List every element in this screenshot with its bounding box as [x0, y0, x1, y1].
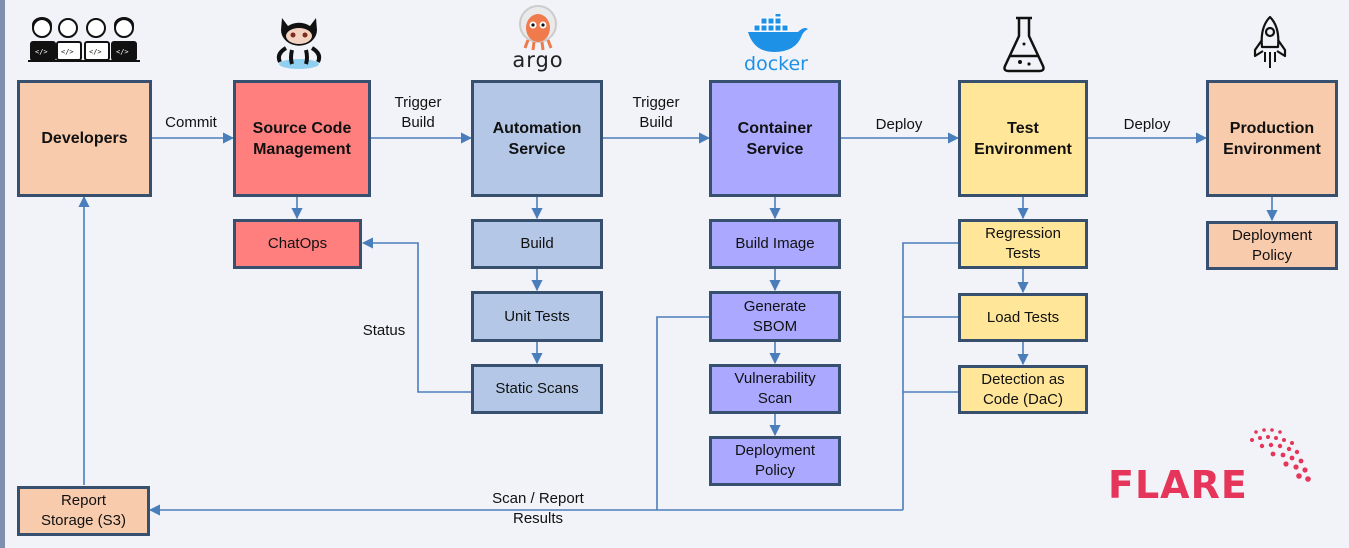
developers-label: Developers: [41, 130, 128, 147]
developers-icon: </> </> </> </>: [28, 17, 140, 62]
regression-label-line1: Regression: [985, 225, 1061, 242]
build-box: Build: [471, 219, 603, 269]
prod-policy-line2: Policy: [1251, 246, 1292, 264]
prod-env-label-line1: Production: [1229, 119, 1315, 137]
scan-report-line1: Scan / Report: [492, 490, 584, 507]
developers-box: Developers: [17, 80, 152, 197]
automation-label-line2: Service: [508, 140, 566, 158]
trigger-build-1-line2: Build: [401, 114, 435, 131]
status-label: Status: [362, 322, 406, 339]
deploy-1-label: Deploy: [875, 116, 923, 133]
vuln-label-line1: Vulnerability: [734, 370, 816, 387]
trigger-build-2-label: Trigger Build: [623, 93, 689, 133]
vuln-label-line2: Scan: [757, 390, 793, 407]
rocket-icon: [1253, 15, 1287, 68]
trigger-build-2-line1: Trigger: [632, 94, 680, 111]
test-env-label-line1: Test: [1007, 119, 1039, 137]
docker-icon: [748, 14, 808, 52]
dac-box: Detection as Code (DaC): [958, 365, 1088, 414]
docker-wordmark: docker: [744, 53, 808, 75]
sbom-label-line2: SBOM: [752, 317, 798, 335]
report-label-line1: Report: [60, 492, 106, 509]
regression-label-line2: Tests: [1005, 245, 1041, 262]
sbom-label-line1: Generate: [743, 297, 807, 315]
flare-dots-icon: [1250, 428, 1311, 482]
dac-label-line2: Code (DaC): [982, 390, 1063, 408]
github-icon: [276, 18, 322, 69]
scan-report-results-label: Scan / Report Results: [478, 489, 598, 529]
chatops-label: ChatOps: [267, 235, 328, 252]
prod-policy-line1: Deployment: [1231, 226, 1313, 244]
trigger-build-1-line1: Trigger: [394, 94, 442, 111]
static-scans-label: Static Scans: [495, 380, 579, 397]
svg-text:</>: </>: [61, 48, 74, 56]
build-label: Build: [520, 235, 554, 252]
container-policy-line2: Policy: [754, 462, 795, 479]
svg-text:</>: </>: [35, 48, 48, 56]
edge-status: [361, 237, 471, 393]
scm-label-line1: Source Code: [252, 119, 352, 137]
load-tests-label: Load Tests: [986, 308, 1060, 326]
container-label-line2: Service: [746, 140, 804, 158]
argo-icon: [519, 5, 557, 51]
edge-sbom-results: [656, 316, 709, 510]
container-policy-line1: Deployment: [734, 442, 816, 459]
flask-icon: [1003, 16, 1045, 73]
build-image-label: Build Image: [735, 235, 815, 252]
deploy-2-label: Deploy: [1123, 116, 1171, 133]
trigger-build-2-line2: Build: [639, 114, 673, 131]
argo-wordmark: argo: [512, 48, 564, 72]
container-label-line1: Container: [737, 119, 813, 137]
commit-label: Commit: [165, 114, 217, 131]
load-tests-box: Load Tests: [958, 293, 1088, 342]
chatops-box: ChatOps: [233, 219, 362, 269]
scan-report-line2: Results: [512, 510, 564, 527]
flare-wordmark: FLARE: [1108, 463, 1248, 507]
automation-label-line1: Automation: [492, 119, 582, 137]
svg-text:</>: </>: [89, 48, 102, 56]
trigger-build-1-label: Trigger Build: [385, 93, 451, 133]
report-label-line2: Storage (S3): [40, 512, 127, 529]
scm-label-line2: Management: [253, 140, 351, 158]
frame-edge: [0, 0, 5, 548]
test-env-label-line2: Environment: [974, 140, 1072, 158]
static-scans-box: Static Scans: [471, 364, 603, 414]
svg-text:</>: </>: [116, 48, 129, 56]
unit-tests-box: Unit Tests: [471, 291, 603, 342]
build-image-box: Build Image: [709, 219, 841, 269]
dac-label-line1: Detection as: [981, 370, 1065, 388]
unit-tests-label: Unit Tests: [504, 307, 570, 325]
prod-env-label-line2: Environment: [1223, 140, 1321, 158]
edge-test-results: [902, 242, 958, 510]
